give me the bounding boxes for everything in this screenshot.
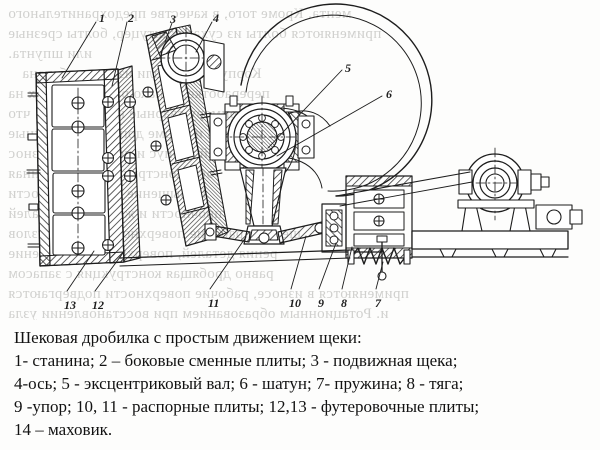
jaw-crusher-diagram-svg <box>26 3 583 292</box>
callout-number-5: 5 <box>345 61 351 75</box>
caption-line-3: 4-ось; 5 - эксцентриковый вал; 6 - шатун… <box>14 374 464 393</box>
caption-line-2: 1- станина; 2 – боковые сменные плиты; 3… <box>14 351 458 370</box>
caption-line-4: 9 -упор; 10, 11 - распорные плиты; 12,13… <box>14 397 480 416</box>
callout-number-11: 11 <box>208 296 220 310</box>
callout-number-3: 3 <box>170 12 176 26</box>
caption-line-5: 14 – маховик. <box>14 420 113 439</box>
callout-number-12: 12 <box>92 298 104 312</box>
callout-number-7: 7 <box>375 296 381 310</box>
callout-number-1: 1 <box>99 11 105 25</box>
callout-number-8: 8 <box>341 296 347 310</box>
callout-number-9: 9 <box>318 296 324 310</box>
callout-number-13: 13 <box>64 298 76 312</box>
figure-caption: Шековая дробилка с простым движением щек… <box>14 326 594 441</box>
callout-number-10: 10 <box>289 296 301 310</box>
callout-number-4: 4 <box>213 11 219 25</box>
callout-number-6: 6 <box>386 87 392 101</box>
caption-line-1: Шековая дробилка с простым движением щек… <box>14 328 362 347</box>
callout-number-2: 2 <box>128 11 134 25</box>
